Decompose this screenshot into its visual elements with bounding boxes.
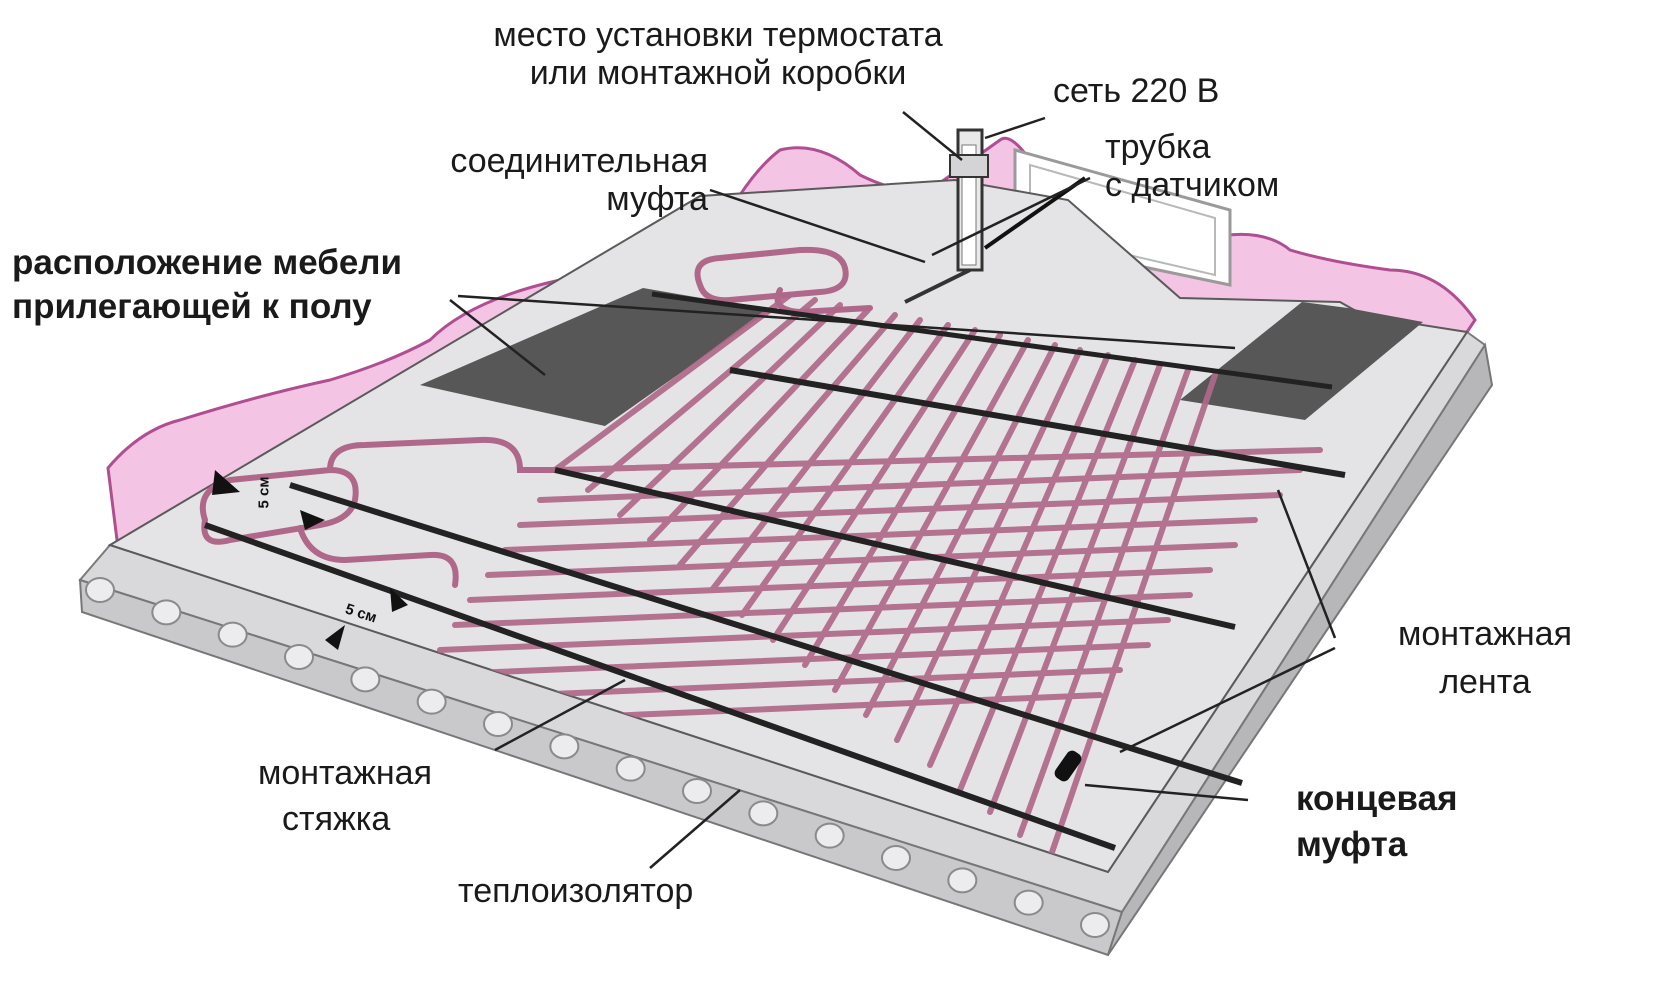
spacing-arrows [212,470,408,650]
leader-lines [449,111,1337,869]
spacing-mark-vertical: 5 см [255,476,273,509]
mounting-tape-2 [203,522,1117,851]
label-insulator: теплоизолятор [458,872,694,910]
label-thermostat-place: место установки термостата или монтажной… [493,16,943,92]
thermostat-riser [904,128,1087,304]
insulator-bubble [217,621,248,648]
label-mounting-screed: монтажная стяжка [258,754,433,838]
heating-cable [199,246,1323,861]
furniture-zone-left [420,288,770,426]
mounting-tapes [203,291,1346,851]
insulator-bubble [284,644,314,670]
insulator-bubble [350,666,381,693]
insulator-bubble [615,755,646,782]
label-network: сеть 220 В [1053,72,1220,110]
mounting-tape-3 [554,467,1236,630]
insulator-bubble [881,845,911,871]
label-mounting-tape: монтажная лента [1397,615,1572,701]
insulator-bubble [1013,889,1044,916]
insulator-bubble [947,867,978,894]
insulator-bubble [1080,912,1110,938]
furniture-zone-right [1180,302,1423,420]
mounting-tape-1 [289,482,1243,786]
insulator-bubbles [85,577,1110,938]
insulator-bubble [748,800,779,827]
mounting-tape-5 [651,291,1333,390]
cable-serpentine-main [392,292,1323,861]
mounting-tape-4 [729,367,1346,478]
insulator-bubble [483,711,513,737]
insulator-bubble [549,733,580,760]
label-sensor-tube: трубка с датчиком [1105,128,1280,204]
insulator-bubble [151,599,182,626]
insulator-bubble [814,822,845,849]
insulator-bubble [85,577,115,603]
insulator-bubble [416,688,447,715]
label-connecting-coupling: соединительная муфта [450,142,708,218]
label-end-coupling: концевая муфта [1296,779,1458,864]
insulator-bubble [682,778,712,804]
label-furniture: расположение мебели прилегающей к полу [12,243,403,326]
end-coupling [1054,750,1082,782]
